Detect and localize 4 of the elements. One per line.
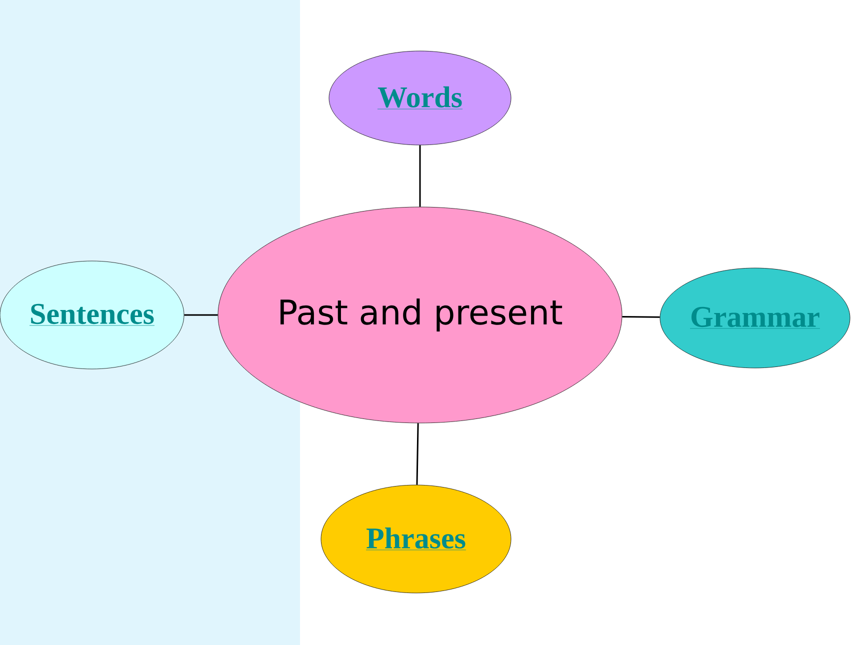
connector-line bbox=[419, 145, 421, 207]
connector-line bbox=[416, 423, 419, 485]
connector-line bbox=[184, 314, 218, 316]
connector-line bbox=[622, 316, 660, 318]
